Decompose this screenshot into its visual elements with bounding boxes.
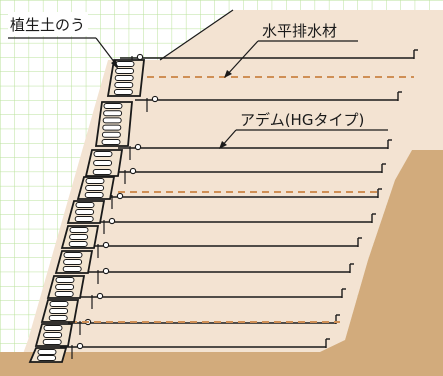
sandbag-row xyxy=(101,139,121,145)
sandbag-label-backdrop xyxy=(8,12,88,36)
sandbag-row xyxy=(75,209,95,215)
sandbag-row xyxy=(115,61,135,67)
sandbag-row xyxy=(114,82,134,88)
slope-face-outline xyxy=(159,9,234,61)
anchor-ring xyxy=(96,292,104,300)
reinforcement-layers xyxy=(60,49,418,359)
drain-label: 水平排水材 xyxy=(262,22,337,40)
sandbag-row xyxy=(113,89,133,95)
sandbag-row xyxy=(43,332,63,338)
anchor-ring xyxy=(108,217,116,225)
sandbag-row xyxy=(115,68,135,74)
sandbag-row xyxy=(54,291,74,297)
sandbag-row xyxy=(93,151,113,157)
sandbag-row xyxy=(101,131,121,138)
drain-leader xyxy=(225,40,259,77)
sandbag-row xyxy=(92,169,112,175)
sandbag-row xyxy=(103,103,123,109)
sandbag-leader-arrow xyxy=(111,60,118,69)
drain-leader-arrow xyxy=(224,70,232,78)
anchor-ring xyxy=(136,53,144,61)
sandbag-row xyxy=(55,284,75,290)
sandbag-row xyxy=(114,75,134,81)
sandbag-row xyxy=(84,192,104,198)
sandbag-row xyxy=(69,227,89,233)
sandbag-label: 植生土のう xyxy=(10,16,85,34)
sandbag-row xyxy=(63,259,83,265)
sandbag-row xyxy=(102,117,122,124)
sandbag-row xyxy=(68,241,88,247)
sandbag-row xyxy=(63,252,83,258)
sandbag-row xyxy=(75,202,95,208)
sandbag-row xyxy=(43,325,63,331)
sandbag-row xyxy=(102,124,122,131)
sandbag-row xyxy=(103,110,123,117)
sandbag-row xyxy=(37,355,57,361)
anchor-leader-arrow xyxy=(219,141,227,149)
leader-lines xyxy=(8,37,388,149)
sandbag-stack xyxy=(28,59,146,363)
sandbag-row xyxy=(62,266,82,272)
sandbag-row xyxy=(74,216,94,222)
anchor-ring xyxy=(129,167,137,175)
sandbag-row xyxy=(48,315,68,321)
sandbag-row xyxy=(55,277,75,283)
sandbag-row xyxy=(49,301,69,307)
anchor-ring xyxy=(102,267,110,275)
anchor-label: アデム(HGタイプ) xyxy=(240,111,364,129)
anchor-ring xyxy=(134,143,142,151)
sandbag-row xyxy=(93,160,113,166)
sandbag-row xyxy=(69,234,89,240)
sandbag-row xyxy=(85,178,105,184)
anchor-ring xyxy=(102,241,110,249)
backfill-area xyxy=(20,10,443,362)
anchor-ring xyxy=(151,95,159,103)
anchor-ring xyxy=(76,342,84,350)
sandbag-row xyxy=(37,349,57,355)
anchor-ring xyxy=(116,192,124,200)
sandbag-row xyxy=(42,339,62,345)
sandbag-row xyxy=(85,185,105,191)
sandbag-row xyxy=(49,308,69,314)
